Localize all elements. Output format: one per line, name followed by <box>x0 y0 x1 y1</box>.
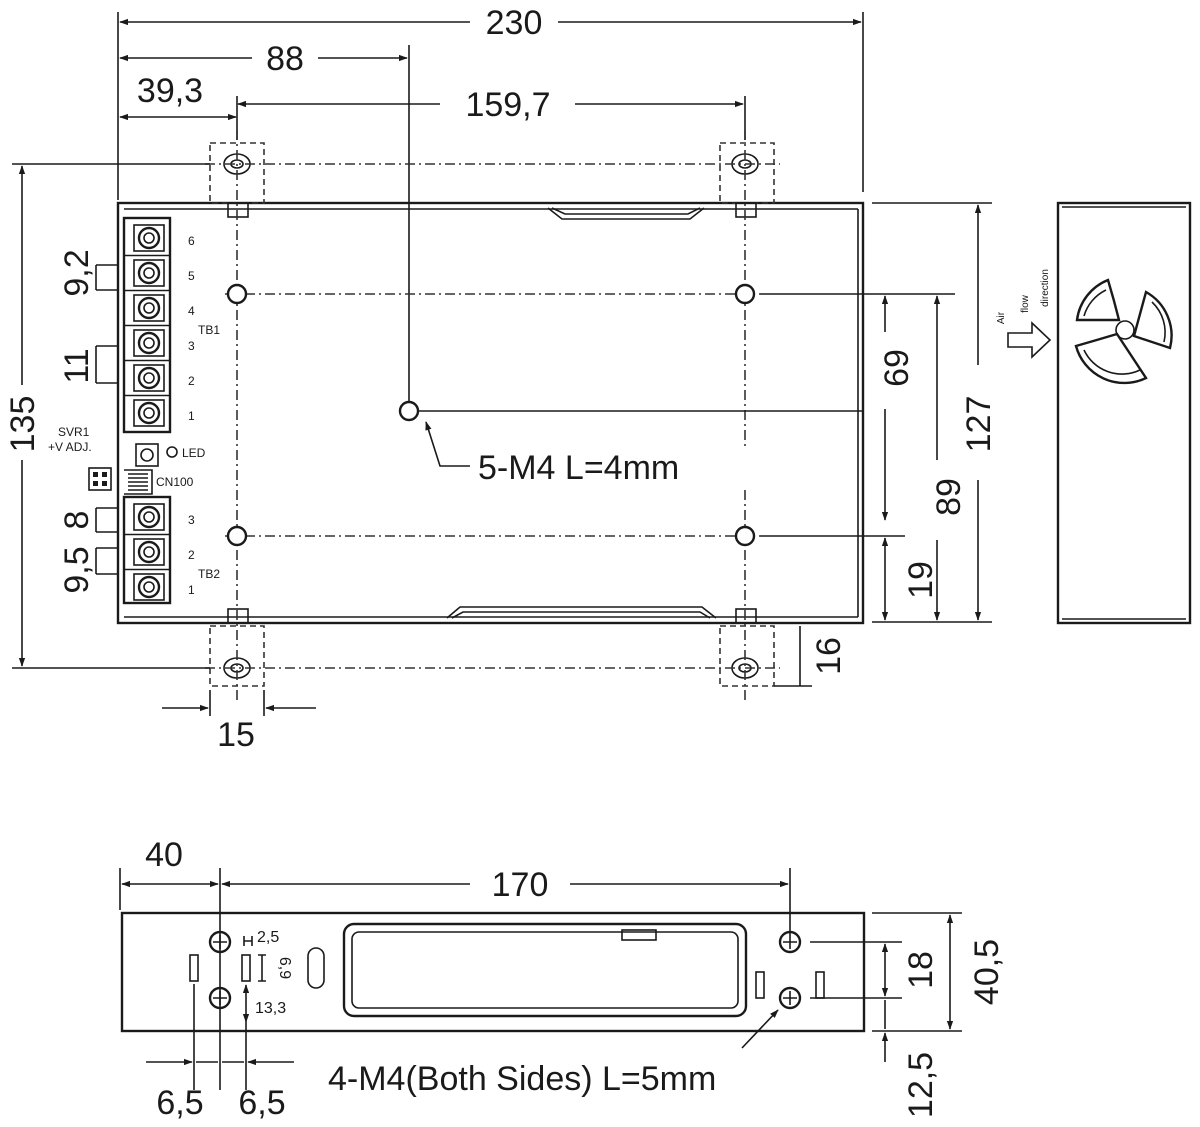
flange-top-right <box>719 142 775 204</box>
front-panel <box>120 911 866 1033</box>
dim-slot-offset: 6,5 <box>238 1084 285 1122</box>
dim-overall-width: 230 <box>486 4 543 42</box>
m4-hole-icon <box>778 986 802 1010</box>
top-view: 230 88 39,3 159,7 <box>4 4 998 754</box>
dim-slot-height: 6,9 <box>276 957 293 979</box>
dim-9-5-bracket <box>95 547 118 575</box>
dim-flange-depth: 16 <box>810 637 848 675</box>
side-view: Air flow direction <box>996 201 1192 625</box>
terminal-screw-icon <box>124 224 170 257</box>
bottom-vent <box>446 606 717 619</box>
cn100-label: CN100 <box>156 475 194 489</box>
tb2-label: TB2 <box>198 567 220 581</box>
leader-4m4 <box>741 1009 779 1049</box>
jumper-icon <box>88 467 112 491</box>
v-adj-label: +V ADJ. <box>48 440 92 454</box>
terminal-screw-icon <box>124 538 170 571</box>
side-panel <box>1056 201 1192 625</box>
tb2-terminal-3: 3 <box>188 513 195 527</box>
terminal-screw-icon <box>124 503 170 536</box>
leader-5m4 <box>425 421 470 467</box>
dim-overall-height: 135 <box>4 396 42 453</box>
dim-hole-vertical: 13,3 <box>255 1000 286 1017</box>
dim-left-margin: 6,5 <box>156 1084 203 1122</box>
dim-8-bracket <box>95 507 118 533</box>
screw-spec-top: 5-M4 L=4mm <box>478 449 679 487</box>
psu-body <box>116 201 865 625</box>
potentiometer-svr1 <box>135 443 159 467</box>
m4-hole-icon <box>208 986 232 1010</box>
screw-spec-front: 4-M4(Both Sides) L=5mm <box>328 1060 716 1098</box>
tb2-terminal-1: 1 <box>188 583 195 597</box>
airflow-direction-label: direction <box>1040 269 1051 307</box>
slot-holes <box>223 153 759 679</box>
front-window <box>342 922 748 1018</box>
m4-hole-icon <box>734 525 756 547</box>
dim-total-height: 40,5 <box>968 939 1006 1005</box>
dim-hole-spacing: 18 <box>902 951 940 989</box>
fan-icon <box>1074 278 1173 385</box>
slot-left <box>189 954 199 982</box>
tb1-label: TB1 <box>198 323 220 337</box>
connector-cn100 <box>124 469 153 495</box>
dim-hole-span: 170 <box>492 866 549 904</box>
airflow-flow-label: flow <box>1020 294 1031 313</box>
dim-outer-hole-span: 89 <box>930 478 968 516</box>
led-label: LED <box>182 446 206 460</box>
dim-body-height: 127 <box>960 396 998 453</box>
m4-hole-icon <box>734 283 756 305</box>
m4-hole-icon <box>208 930 232 954</box>
dim-tb1-gap: 11 <box>58 348 96 383</box>
dim-2-5-mark <box>243 936 253 946</box>
svr1-label: SVR1 <box>58 425 90 439</box>
dim-6-9-mark <box>258 954 266 982</box>
terminal-screw-icon <box>124 364 170 397</box>
flange-bottom-right <box>719 625 775 687</box>
terminal-block-tb2 <box>122 495 172 605</box>
dim-slot-gap: 2,5 <box>257 929 279 946</box>
tb1-terminal-2: 2 <box>188 374 195 388</box>
tb2-terminal-2: 2 <box>188 548 195 562</box>
dim-flange-width: 15 <box>217 716 255 754</box>
m4-center-hole-icon <box>398 400 420 422</box>
m4-hole-icon <box>778 930 802 954</box>
dim-9-2-bracket <box>95 264 118 291</box>
dim-tb2-pitch: 9,5 <box>58 546 96 593</box>
terminal-screw-icon <box>124 259 170 292</box>
dim-to-first-mount: 39,3 <box>137 72 203 110</box>
tb1-terminal-6: 6 <box>188 234 195 248</box>
terminal-screw-icon <box>124 329 170 362</box>
top-vent <box>547 207 705 220</box>
tb1-terminal-1: 1 <box>188 409 195 423</box>
led-indicator-icon <box>166 446 178 458</box>
m4-hole-icon <box>226 283 248 305</box>
front-view: 40 170 2,5 6,9 13,3 6,5 6,5 <box>119 836 1006 1122</box>
dim-center-to-hole: 69 <box>878 349 916 387</box>
tb1-terminal-5: 5 <box>188 269 195 283</box>
airflow-arrow-icon <box>1007 321 1052 359</box>
terminal-screw-icon <box>124 294 170 327</box>
dim-to-center-hole: 88 <box>266 40 304 78</box>
dim-mount-spacing: 159,7 <box>465 86 550 124</box>
tb1-terminal-4: 4 <box>188 304 195 318</box>
dim-left-offset: 40 <box>145 836 183 874</box>
dim-tb1-pitch: 9,2 <box>58 249 96 296</box>
terminal-screw-icon <box>133 399 165 427</box>
dim-bottom-hole-offset: 19 <box>902 561 940 599</box>
terminal-block-tb1 <box>122 216 172 434</box>
airflow-air-label: Air <box>996 311 1007 324</box>
terminal-screw-icon <box>133 573 165 601</box>
m4-hole-icon <box>226 525 248 547</box>
tb1-terminal-3: 3 <box>188 339 195 353</box>
dim-tb2-gap: 8 <box>58 511 96 530</box>
dim-11-bracket <box>95 345 118 384</box>
slot-right <box>241 954 251 982</box>
slot-right-b <box>815 971 825 999</box>
slot-right-a <box>755 971 765 999</box>
oval-slot <box>307 947 325 989</box>
dim-bottom-offset: 12,5 <box>902 1052 940 1118</box>
